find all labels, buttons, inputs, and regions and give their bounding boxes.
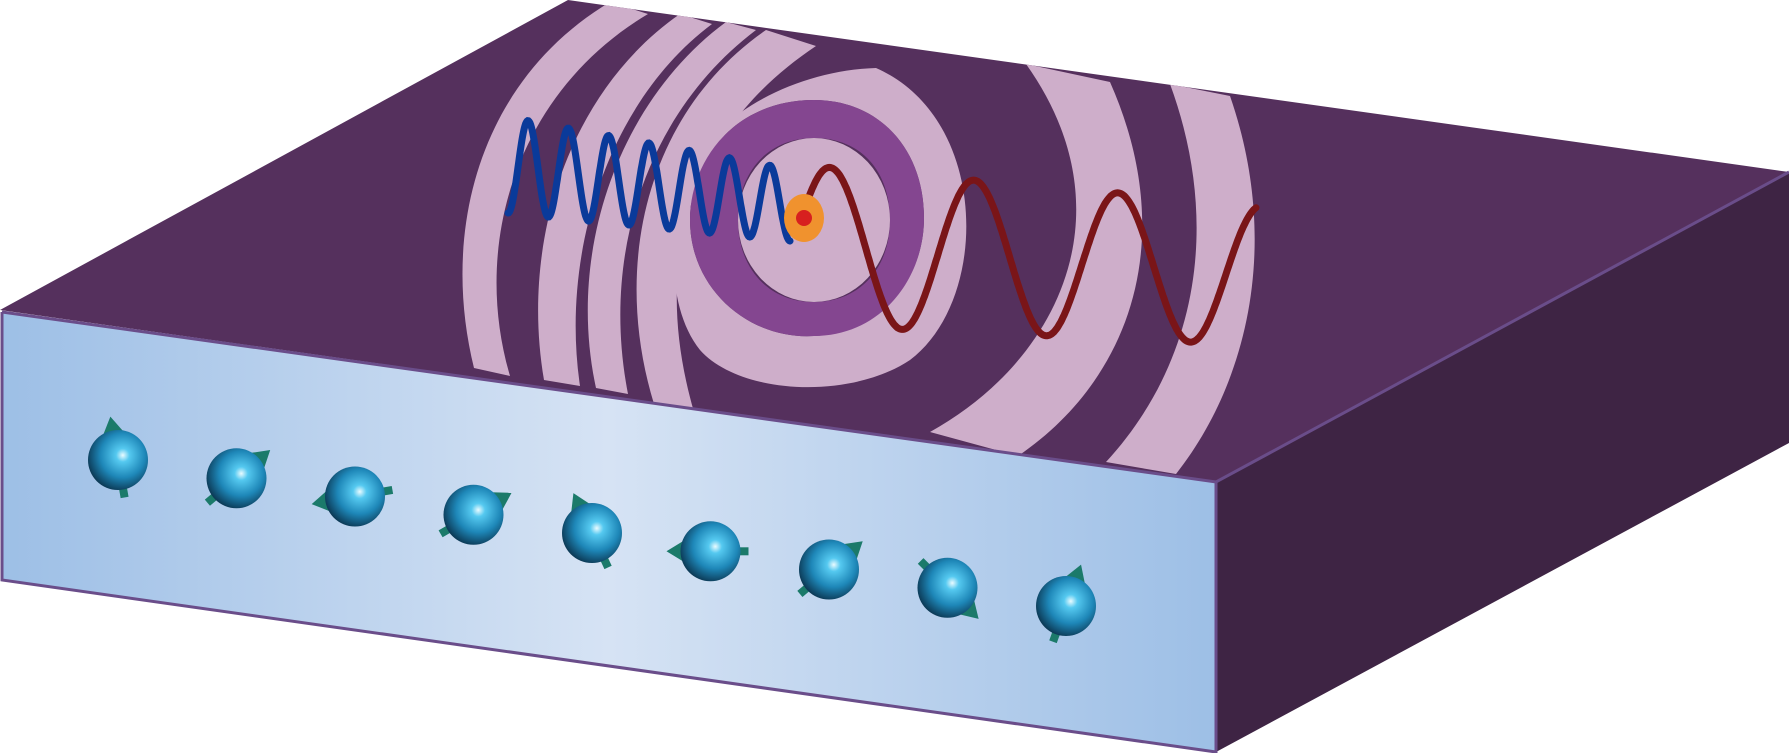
spin [438,484,512,545]
spin-sphere [206,448,267,509]
wave-ring [462,2,648,376]
slab-edge [0,312,1218,753]
spin [797,539,863,600]
spin-sphere [799,539,859,600]
slab-side-face [1216,172,1789,752]
spin [88,416,148,499]
spin-sphere [1036,576,1096,636]
wave-ring [930,64,1143,456]
spin [562,493,622,570]
spin-row [88,416,1096,644]
source-core [796,210,812,226]
spin [1036,564,1096,644]
spin [204,448,271,509]
red-wave [798,163,1260,346]
wave-ring [538,14,712,386]
spin [666,521,749,582]
spin [311,466,394,527]
spin-sphere [325,466,385,527]
wave-ring [1106,84,1255,474]
spin-sphere [88,430,148,490]
spin-sphere [917,557,978,618]
wave-ring-main [673,68,967,388]
wave-ring [636,30,816,412]
spin-sphere [443,484,504,545]
inner-ring [690,100,924,337]
spin-sphere [680,521,741,582]
blue-wave [504,117,794,245]
spin [917,557,979,619]
spin-sphere [562,503,622,563]
